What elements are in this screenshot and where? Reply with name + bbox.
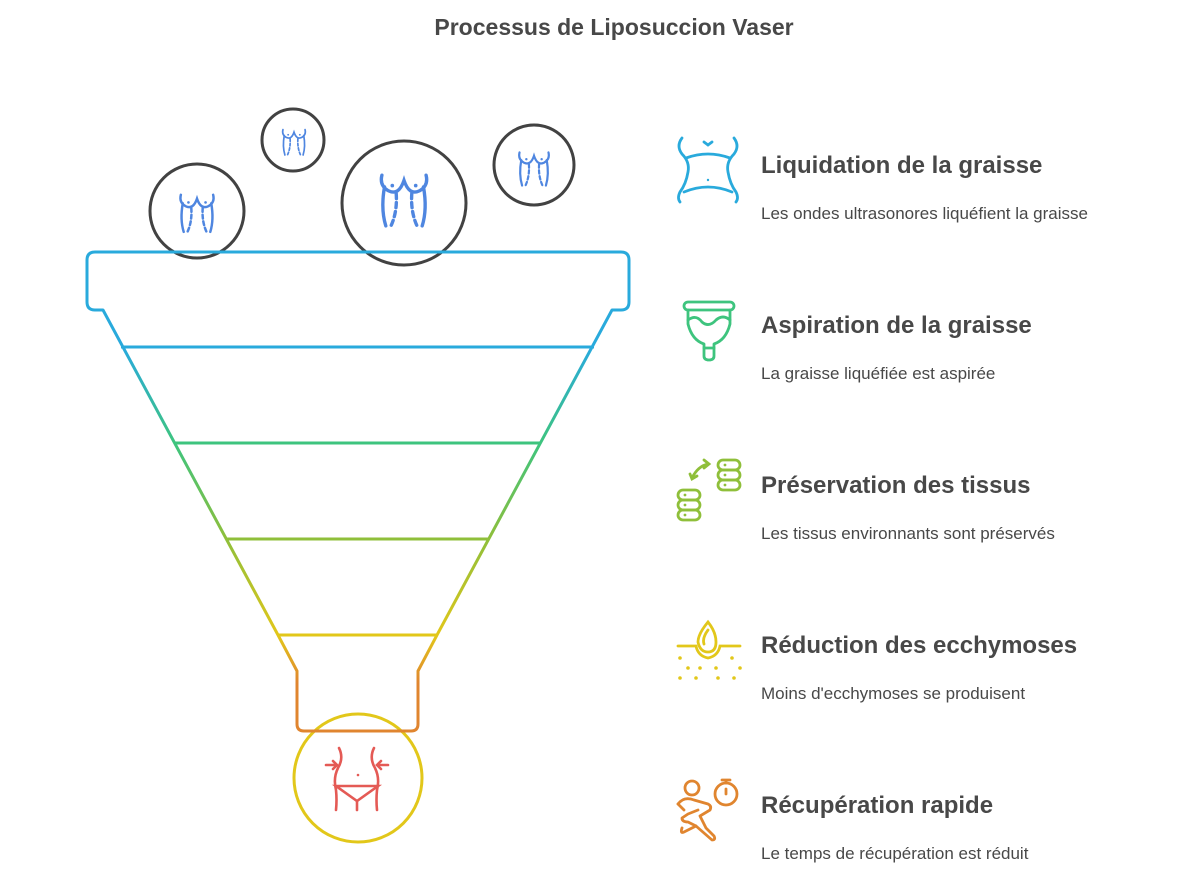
step-description: Moins d'ecchymoses se produisent [761, 684, 1026, 703]
step-aspiration: Aspiration de la graisse La graisse liqu… [668, 290, 1188, 400]
step-title: Aspiration de la graisse [761, 312, 1032, 339]
step-recuperation: Récupération rapide Le temps de récupéra… [668, 770, 1188, 880]
step-title: Réduction des ecchymoses [761, 632, 1078, 659]
step-title: Préservation des tissus [761, 472, 1031, 499]
step-description: Le temps de récupération est réduit [761, 844, 1029, 863]
result-circle [292, 712, 424, 844]
skin-drop-icon [676, 619, 742, 680]
step-reduction: Réduction des ecchymoses Moins d'ecchymo… [668, 610, 1188, 720]
waist-slim-icon [324, 746, 390, 812]
tissue-stack-icon [676, 458, 742, 522]
input-circle-2 [260, 107, 326, 173]
input-circle-3 [340, 139, 468, 267]
step-title: Liquidation de la graisse [761, 152, 1043, 179]
step-description: Les tissus environnants sont préservés [761, 524, 1055, 543]
funnel-outline [85, 250, 631, 733]
cup-icon [682, 300, 736, 362]
step-preservation: Préservation des tissus Les tissus envir… [668, 450, 1188, 560]
step-description: Les ondes ultrasonores liquéfient la gra… [761, 204, 1088, 223]
step-title: Récupération rapide [761, 792, 994, 819]
step-description: La graisse liquéfiée est aspirée [761, 364, 996, 383]
input-circle-4 [492, 123, 576, 207]
runner-stopwatch-icon [676, 778, 739, 842]
waist-icon [677, 136, 739, 204]
input-circle-1 [148, 162, 246, 260]
step-liquidation: Liquidation de la graisse Les ondes ultr… [668, 130, 1188, 240]
diagram-title: Processus de Liposuccion Vaser [434, 14, 794, 40]
